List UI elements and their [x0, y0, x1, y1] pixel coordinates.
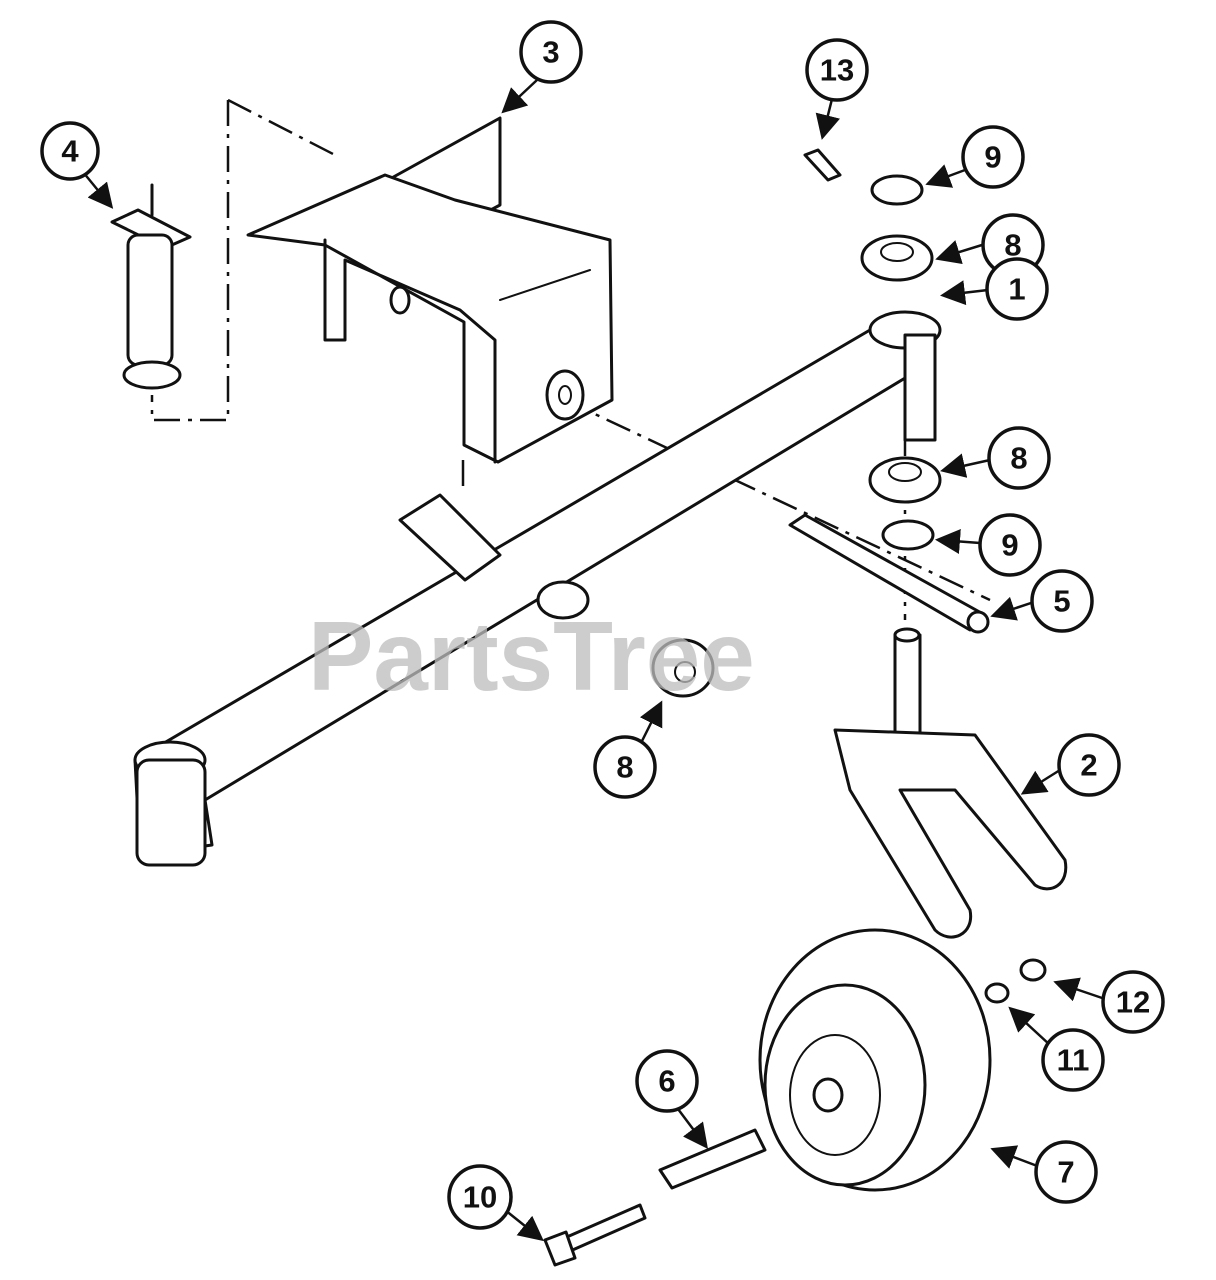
svg-text:8: 8 [1010, 441, 1027, 476]
svg-text:7: 7 [1057, 1155, 1074, 1190]
screw-part [803, 148, 842, 182]
svg-text:4: 4 [61, 134, 79, 169]
callout-5: 5 [1030, 569, 1094, 633]
bushings-and-spacers [651, 174, 942, 698]
callout-6: 6 [635, 1049, 699, 1113]
axle-shaft-part [788, 513, 990, 634]
bracket-part [246, 116, 614, 464]
callout-7: 7 [1034, 1140, 1098, 1204]
callout-8-low: 8 [593, 735, 657, 799]
callout-4: 4 [40, 121, 100, 181]
caster-fork-part [833, 627, 1068, 939]
spacer-and-bolt [543, 1128, 767, 1267]
hitch-pin-part [110, 183, 192, 390]
svg-text:3: 3 [542, 35, 559, 70]
svg-text:9: 9 [984, 140, 1001, 175]
svg-text:11: 11 [1057, 1043, 1090, 1078]
svg-text:9: 9 [1001, 528, 1018, 563]
svg-text:6: 6 [658, 1064, 675, 1099]
svg-text:12: 12 [1116, 985, 1150, 1020]
watermark-text: PartsTree [308, 601, 755, 711]
wheel-part [758, 928, 992, 1192]
svg-text:1: 1 [1008, 272, 1025, 307]
callout-9-mid: 9 [978, 513, 1042, 577]
svg-text:10: 10 [463, 1180, 497, 1215]
svg-text:2: 2 [1080, 748, 1097, 783]
callout-13: 13 [805, 38, 869, 102]
callout-1: 1 [985, 257, 1049, 321]
callout-2: 2 [1057, 733, 1121, 797]
callout-9-top: 9 [961, 125, 1025, 189]
callout-12: 12 [1101, 970, 1165, 1034]
svg-text:8: 8 [1004, 228, 1021, 263]
svg-text:5: 5 [1053, 584, 1070, 619]
axle-arm-part [133, 310, 942, 867]
callout-leaders [82, 79, 1109, 1242]
svg-text:8: 8 [616, 750, 633, 785]
callout-8-mid: 8 [987, 426, 1051, 490]
nuts-parts [984, 958, 1047, 1004]
callout-3: 3 [519, 20, 583, 84]
callout-11: 11 [1041, 1028, 1105, 1092]
callout-10: 10 [447, 1164, 513, 1230]
svg-text:13: 13 [820, 53, 854, 88]
